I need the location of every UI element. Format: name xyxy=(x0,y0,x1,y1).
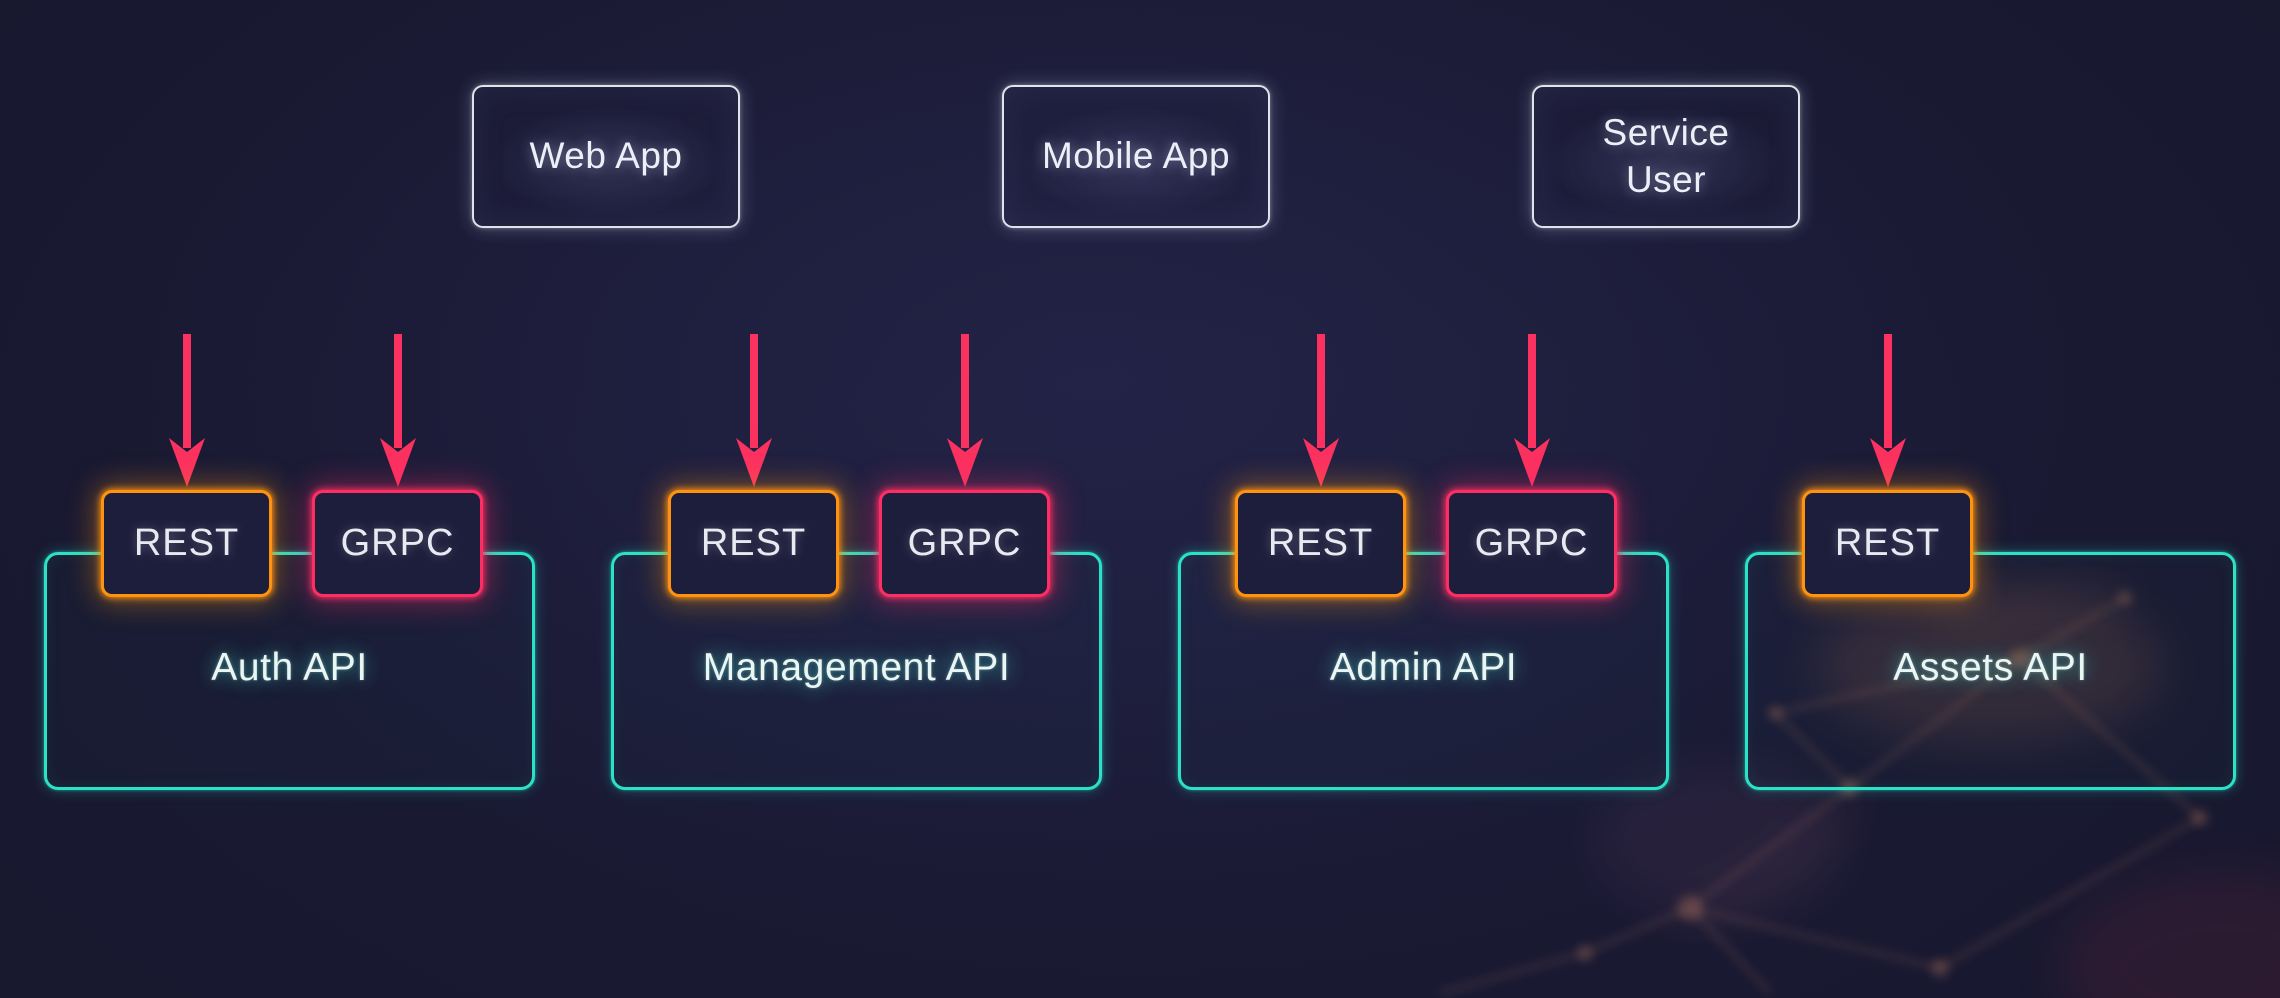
client-box-mobile-app: Mobile App xyxy=(1002,85,1270,228)
flow-arrow-down-icon xyxy=(379,334,416,487)
api-container-management-api: Management API xyxy=(611,552,1102,790)
client-label: Mobile App xyxy=(1041,135,1231,177)
api-title: Auth API xyxy=(211,646,368,689)
flow-arrow-down-icon xyxy=(1513,334,1550,487)
api-title: Management API xyxy=(702,646,1011,689)
flow-arrow-down-icon xyxy=(735,334,772,487)
client-box-web-app: Web App xyxy=(472,85,740,228)
api-container-admin-api: Admin API xyxy=(1178,552,1669,790)
flow-arrow-down-icon xyxy=(946,334,983,487)
grpc-endpoint-chip: GRPC xyxy=(312,490,483,597)
api-container-auth-api: Auth API xyxy=(44,552,535,790)
rest-endpoint-chip: REST xyxy=(101,490,272,597)
client-label: Web App xyxy=(529,135,683,177)
rest-endpoint-chip: REST xyxy=(668,490,839,597)
flow-arrow-down-icon xyxy=(168,334,205,487)
api-title: Assets API xyxy=(1893,646,2088,689)
grpc-endpoint-chip: GRPC xyxy=(1446,490,1617,597)
rest-endpoint-chip: REST xyxy=(1235,490,1406,597)
rest-endpoint-chip: REST xyxy=(1802,490,1973,597)
grpc-endpoint-chip: GRPC xyxy=(879,490,1050,597)
api-title: Admin API xyxy=(1329,646,1518,689)
api-container-assets-api: Assets API xyxy=(1745,552,2236,790)
flow-arrow-down-icon xyxy=(1869,334,1906,487)
flow-arrow-down-icon xyxy=(1302,334,1339,487)
client-label: User xyxy=(1625,158,1707,200)
client-label: Service xyxy=(1602,111,1730,153)
